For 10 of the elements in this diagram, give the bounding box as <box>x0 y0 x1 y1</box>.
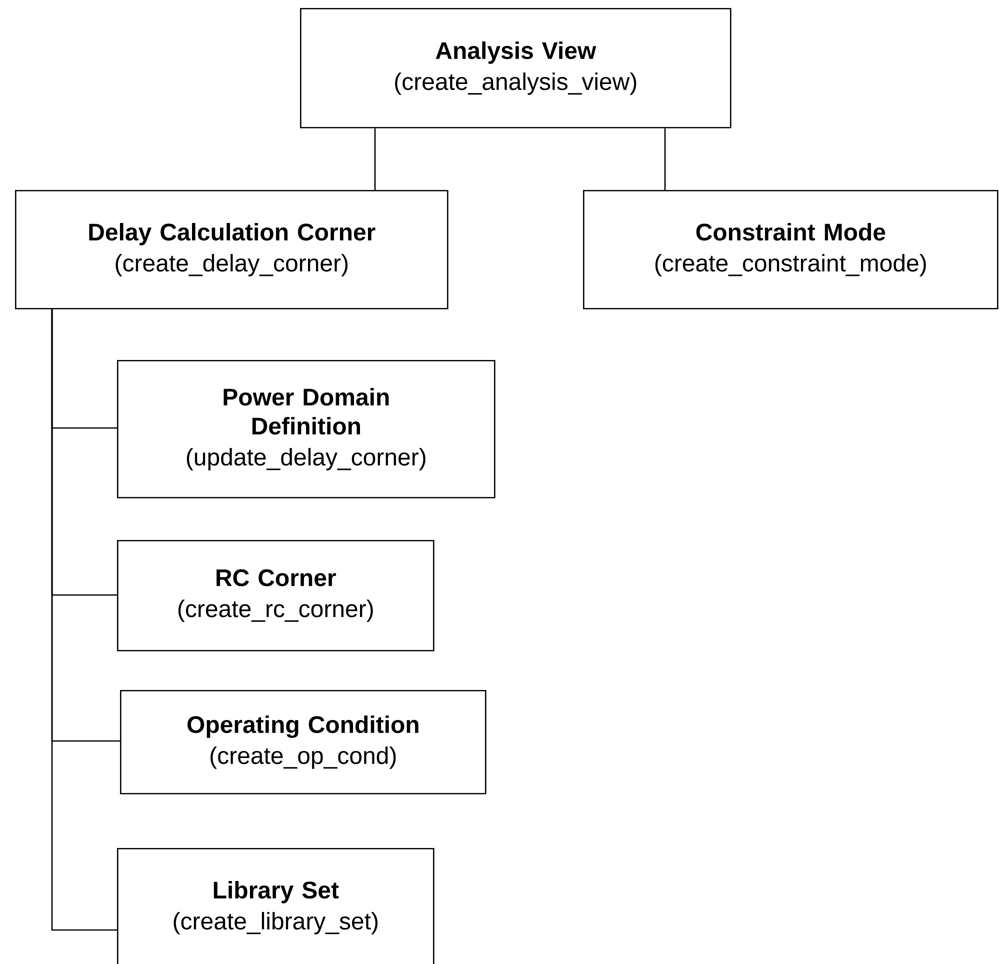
box: RC Corner (create_rc_corner) <box>117 540 434 652</box>
connector-line <box>51 309 117 931</box>
box: Power Domain Definition (update_delay_corner) <box>117 360 496 498</box>
box: Delay Calculation Corner (create_delay_corner) <box>15 190 448 310</box>
connector-line <box>374 128 376 190</box>
box: Constraint Mode (create_constraint_mode) <box>583 190 998 310</box>
box: Operating Condition (create_op_cond) <box>120 690 486 794</box>
connector-line <box>664 128 666 190</box>
box: Analysis View (create_analysis_view) <box>300 8 732 128</box>
box: Library Set (create_library_set) <box>117 848 434 964</box>
